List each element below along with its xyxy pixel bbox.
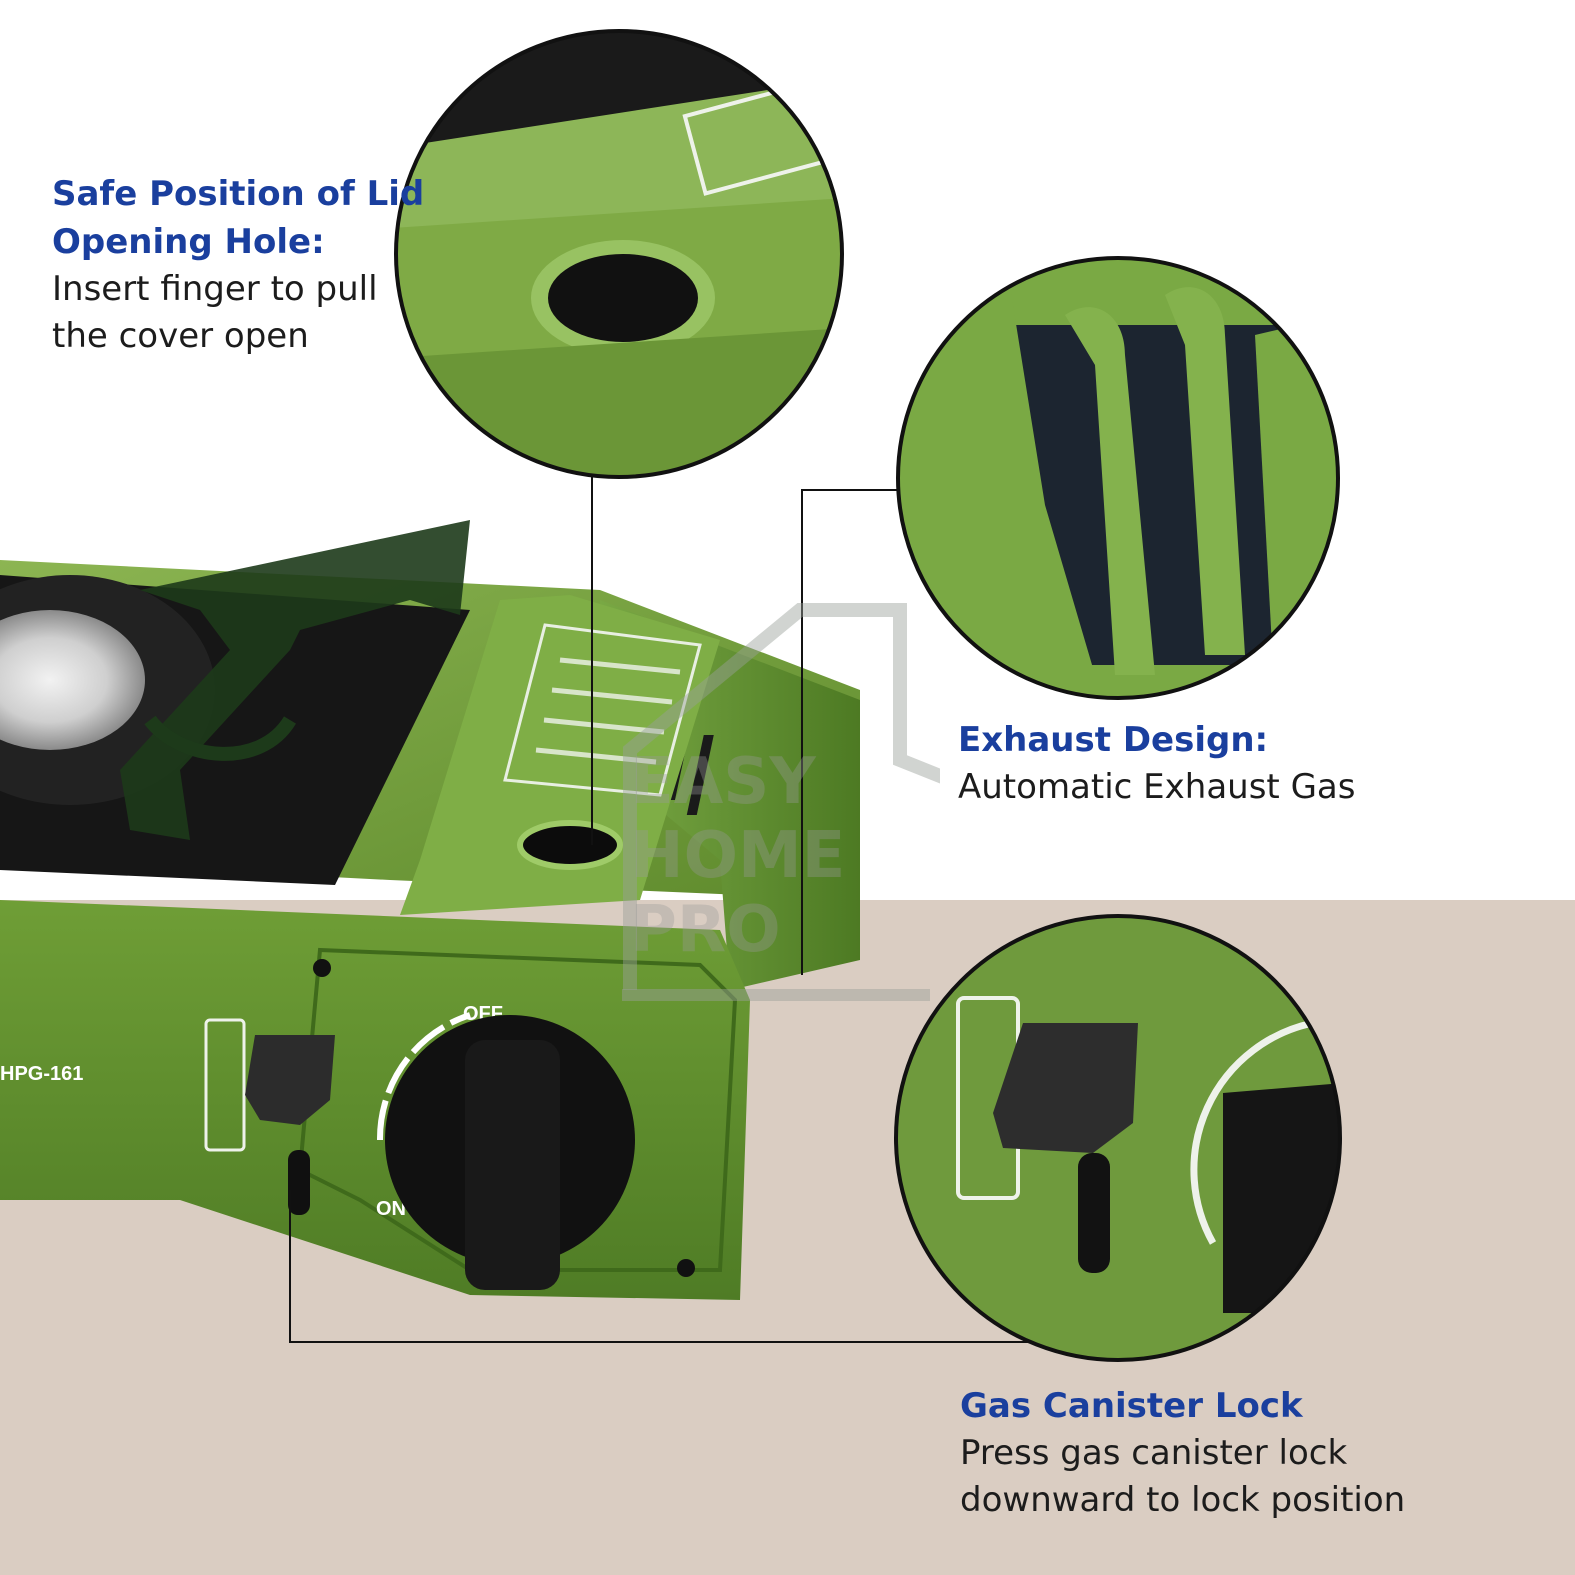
- callout-gas-lock-title: Gas Canister Lock: [960, 1386, 1303, 1426]
- callout-gas-lock: Gas Canister Lock Press gas canister loc…: [960, 1382, 1405, 1524]
- zoom-circle-lid-hole: [394, 29, 844, 479]
- callout-exhaust-title: Exhaust Design:: [958, 720, 1269, 760]
- pot-support: [120, 520, 470, 840]
- lock-lever: [245, 1035, 335, 1125]
- callout-exhaust-desc: Automatic Exhaust Gas: [958, 767, 1356, 807]
- callout-lid-hole: Safe Position of Lid Opening Hole: Inser…: [52, 170, 424, 360]
- knob-on-label: ON: [376, 1198, 406, 1220]
- callout-lid-hole-title-1: Safe Position of Lid: [52, 174, 425, 214]
- watermark-line1: EASY: [630, 745, 816, 819]
- callout-lid-hole-desc-1: Insert finger to pull: [52, 269, 378, 309]
- lid-hole: [517, 820, 623, 870]
- zoom-circle-lock: [894, 914, 1342, 1362]
- watermark-line2: HOME: [630, 819, 846, 893]
- screw: [313, 959, 331, 977]
- callout-gas-lock-desc-1: Press gas canister lock: [960, 1433, 1348, 1473]
- callout-exhaust: Exhaust Design: Automatic Exhaust Gas: [958, 716, 1355, 811]
- lid-label: [503, 623, 702, 797]
- callout-gas-lock-desc-2: downward to lock position: [960, 1480, 1406, 1520]
- watermark-line3: PRO: [630, 893, 781, 967]
- leader-lines: [289, 470, 1030, 1343]
- lid-panel: [400, 595, 720, 915]
- callout-lid-hole-title-2: Opening Hole:: [52, 222, 325, 262]
- model-label: HPG-161: [0, 1063, 83, 1085]
- watermark-logo: [622, 603, 940, 1001]
- callout-lid-hole-desc-2: the cover open: [52, 316, 309, 356]
- zoom-circle-exhaust: [896, 256, 1340, 700]
- watermark-text: EASY HOME PRO: [630, 745, 845, 967]
